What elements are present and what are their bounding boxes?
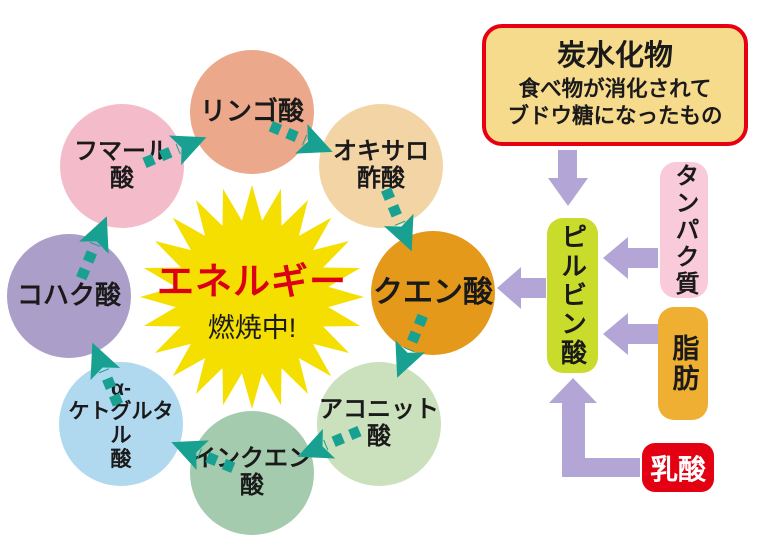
cycle-node-label: アコニット 酸 xyxy=(319,396,439,450)
arrow-pyruvate-to-citric-acid xyxy=(497,267,546,309)
arrow-carbohydrate-to-pyruvate xyxy=(548,150,588,206)
cycle-node-isocitric-acid: インクエン 酸 xyxy=(190,411,314,535)
burning-label: 燃焼中! xyxy=(207,312,297,343)
pyruvate-label: ピルビン酸 xyxy=(557,223,588,368)
cycle-node-aconitic-acid: アコニット 酸 xyxy=(317,362,441,486)
fat-box: 脂肪 xyxy=(658,307,708,420)
cycle-node-label: フマール 酸 xyxy=(74,138,170,192)
cycle-node-label: α- ケトグルタル 酸 xyxy=(68,376,174,471)
lactate-box: 乳酸 xyxy=(642,443,714,492)
arrow-protein-to-pyruvate xyxy=(603,237,658,279)
cycle-node-label: リンゴ酸 xyxy=(199,96,304,127)
cycle-node-label: インクエン 酸 xyxy=(192,445,312,499)
cycle-node-oxaloacetic-acid: オキサロ 酢酸 xyxy=(319,104,443,228)
cycle-node-label: コハク酸 xyxy=(16,280,121,311)
carbohydrate-description: 食べ物が消化されて ブドウ糖になったもの xyxy=(507,76,723,128)
fat-label: 脂肪 xyxy=(668,333,699,394)
protein-box: タンパク質 xyxy=(660,162,708,298)
cycle-node-label: クエン酸 xyxy=(373,276,493,310)
carbohydrate-title: 炭水化物 xyxy=(556,40,673,73)
energy-label-group: エネルギー 燃焼中! xyxy=(112,261,392,345)
pyruvate-box: ピルビン酸 xyxy=(547,218,598,373)
cycle-node-succinic-acid: コハク酸 xyxy=(7,234,131,358)
cycle-node-citric-acid: クエン酸 xyxy=(371,231,495,355)
arrow-lactate-to-pyruvate xyxy=(549,378,640,477)
carbohydrate-box: 炭水化物 食べ物が消化されて ブドウ糖になったもの xyxy=(482,24,748,146)
cycle-node-ketoglutaric-acid: α- ケトグルタル 酸 xyxy=(59,362,183,486)
energy-label: エネルギー xyxy=(157,261,347,302)
lactate-label: 乳酸 xyxy=(649,453,706,485)
protein-label: タンパク質 xyxy=(671,162,698,298)
cycle-node-label: オキサロ 酢酸 xyxy=(333,138,429,192)
cycle-node-malic-acid: リンゴ酸 xyxy=(190,50,314,174)
arrow-fat-to-pyruvate xyxy=(603,313,658,355)
cycle-node-fumaric-acid: フマール 酸 xyxy=(60,104,184,228)
